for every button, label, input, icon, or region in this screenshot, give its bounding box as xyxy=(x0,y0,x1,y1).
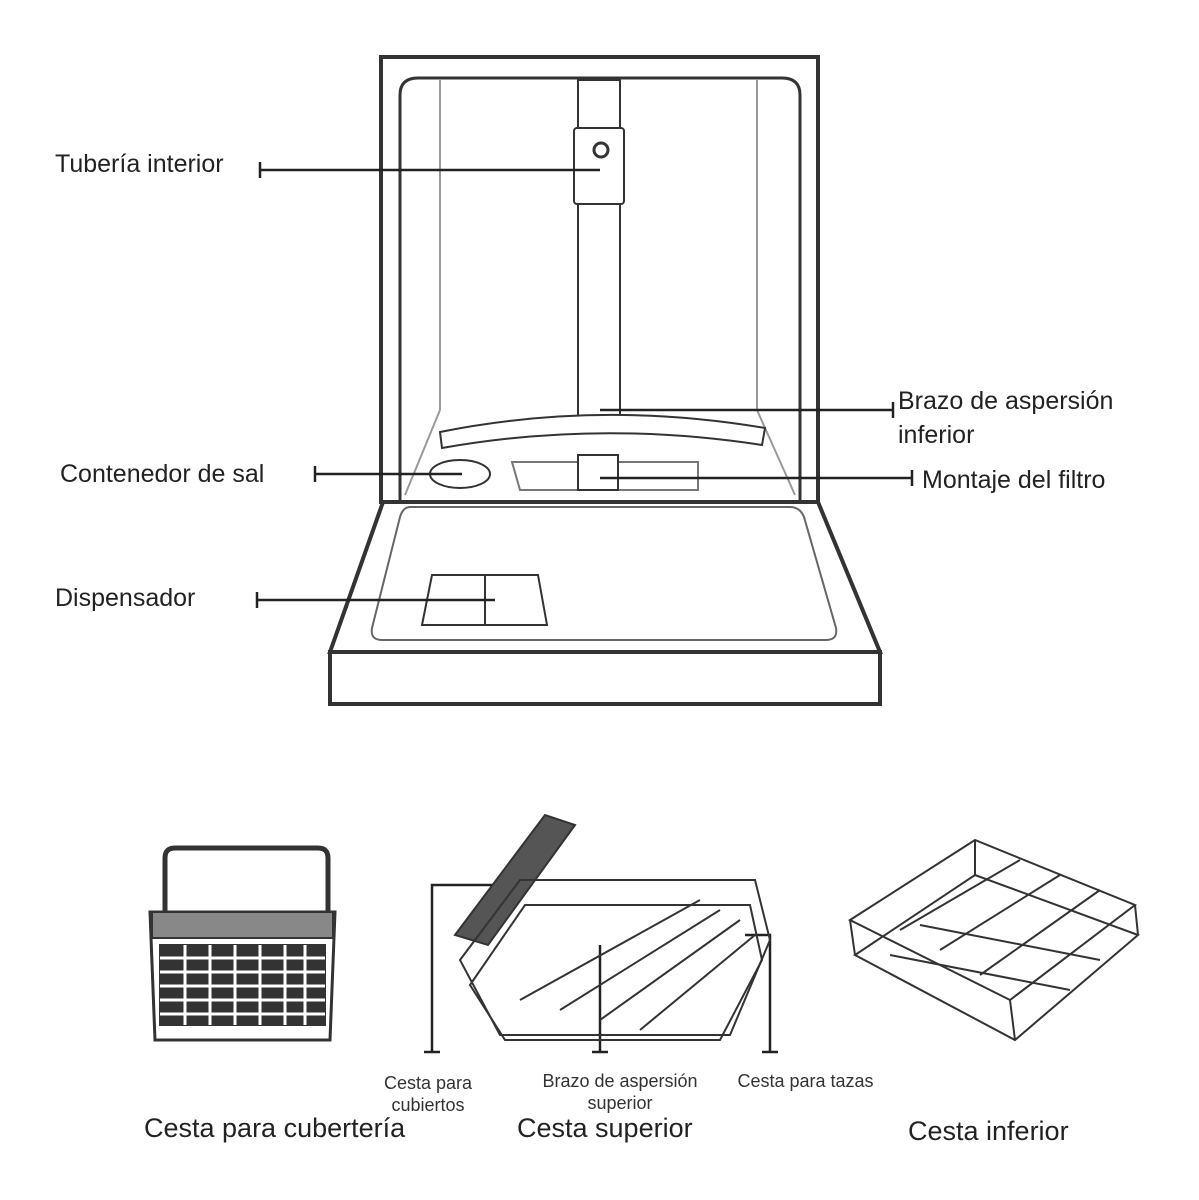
caption-cutlery-basket: Cesta para cubertería xyxy=(144,1113,406,1143)
label-upper-spray-arm-line1: Brazo de aspersión xyxy=(542,1071,698,1091)
label-lower-spray-arm-line2: inferior xyxy=(898,421,975,449)
dishwasher-illustration xyxy=(327,55,883,706)
filter xyxy=(577,454,619,491)
leader-lines xyxy=(255,162,914,1054)
label-cutlery-holder-line1: Cesta para xyxy=(383,1073,473,1093)
lower-spray-arm xyxy=(438,413,767,450)
caption-upper-basket: Cesta superior xyxy=(517,1113,693,1143)
cutlery-basket-illustration xyxy=(148,845,337,1042)
label-salt-container: Contenedor de sal xyxy=(60,460,265,488)
lower-basket-illustration xyxy=(847,838,1140,1042)
label-dispenser: Dispensador xyxy=(55,584,196,612)
upper-basket-illustration xyxy=(453,813,772,1041)
label-inner-pipe: Tubería interior xyxy=(55,150,224,178)
label-upper-spray-arm-line2: superior xyxy=(587,1093,653,1113)
label-cutlery-holder-line2: cubiertos xyxy=(391,1095,465,1115)
label-upper-spray-arm: Brazo de aspersión superior xyxy=(515,1070,725,1114)
label-lower-spray-arm-line1: Brazo de aspersión xyxy=(898,387,1114,415)
caption-lower-basket: Cesta inferior xyxy=(908,1116,1069,1146)
label-cup-rack: Cesta para tazas xyxy=(737,1071,874,1091)
label-cutlery-holder: Cesta para cubiertos xyxy=(368,1072,488,1116)
label-filter-assembly: Montaje del filtro xyxy=(922,466,1106,494)
